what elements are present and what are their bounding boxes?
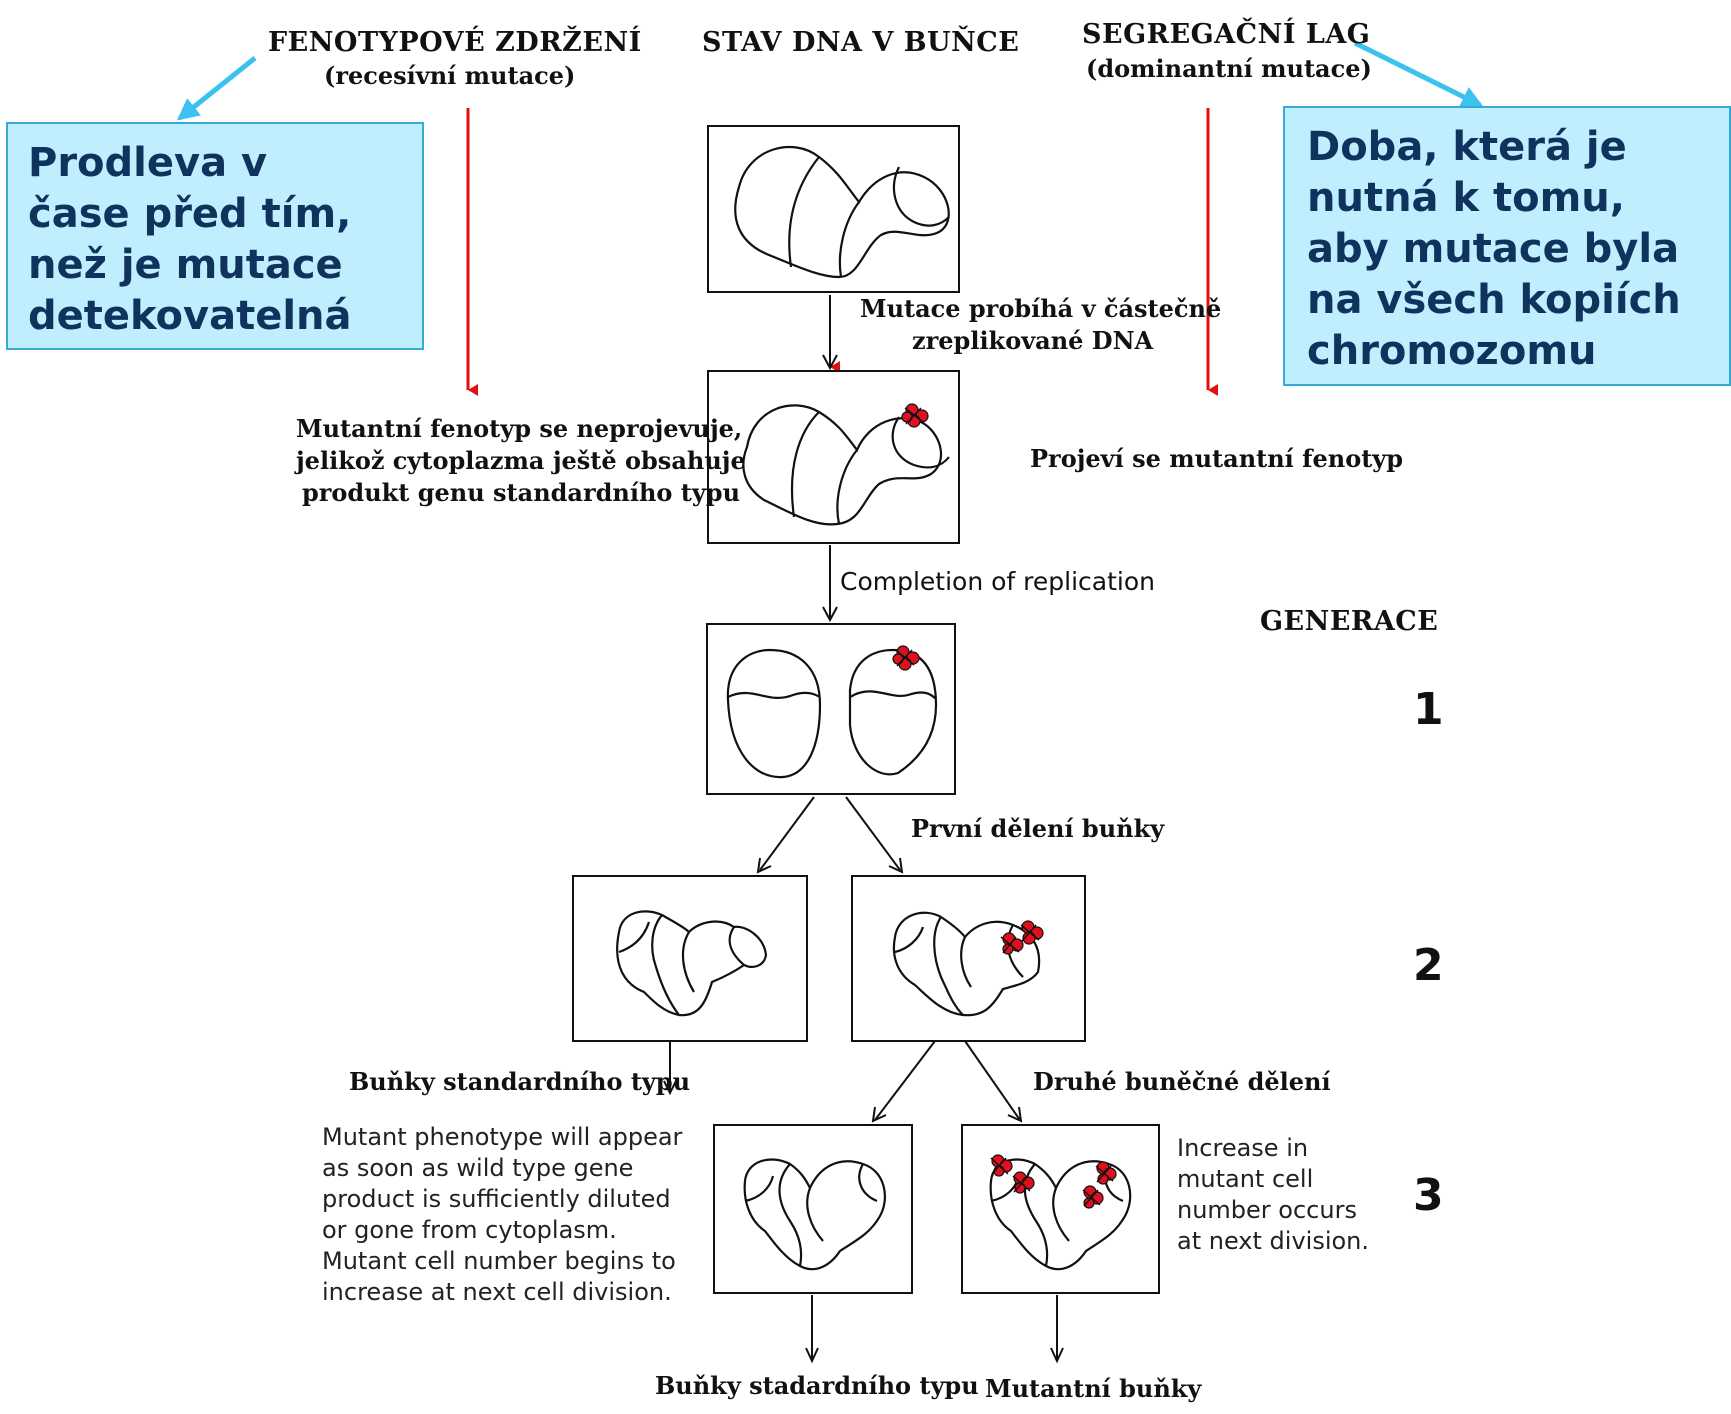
left-header-subtitle: (recesívní mutace) <box>324 61 576 90</box>
mutation-mark-icon <box>892 645 920 671</box>
english-note-left: Mutant phenotype will appear as soon as … <box>322 1123 683 1306</box>
completion-label: Completion of replication <box>840 567 1156 596</box>
phenotype-shown-note: Projeví se mutantní fenotyp <box>1030 444 1404 473</box>
dna-gen1-drawing <box>726 645 938 779</box>
dna-gen3-mutant-drawing <box>989 1154 1132 1271</box>
arrow-box3-left <box>759 796 815 871</box>
cell-box-gen3-wildtype <box>713 1124 913 1294</box>
left-header-title: FENOTYPOVÉ ZDRŽENÍ <box>268 27 642 58</box>
phenotype-note-line2: jelikož cytoplazma ještě obsahuje <box>296 446 746 475</box>
mutation-mark-icon <box>1000 920 1044 955</box>
cell-box-initial <box>707 125 960 293</box>
center-header-title: STAV DNA V BUŇCE <box>702 27 1020 58</box>
right-header-subtitle: (dominantní mutace) <box>1086 54 1372 83</box>
mutation-mark-icon <box>901 403 929 428</box>
right-callout-arrow <box>1353 40 1484 108</box>
dna-gen3-wildtype-drawing <box>743 1158 887 1271</box>
generation-label: GENERACE <box>1260 606 1439 637</box>
cell-box-gen1 <box>706 623 956 795</box>
mutation-mark-icon <box>990 1154 1117 1209</box>
second-division-label: Druhé buněčné dělení <box>1033 1067 1331 1096</box>
bottom-wild-type-label: Buňky stadardního typu <box>655 1371 979 1400</box>
dna-initial-drawing <box>734 145 950 279</box>
generation-number-2: 2 <box>1413 940 1444 991</box>
dna-gen2-mutant-drawing <box>892 911 1044 1017</box>
cell-box-mutated <box>707 370 960 544</box>
right-header-title: SEGREGAČNÍ LAG <box>1082 19 1371 50</box>
cell-box-gen3-mutant <box>961 1124 1160 1294</box>
arrowheads <box>663 354 1064 1364</box>
right-callout: Doba, která je nutná k tomu, aby mutace … <box>1283 106 1731 386</box>
generation-number-3: 3 <box>1413 1170 1444 1221</box>
cell-box-gen2-mutant <box>851 875 1086 1042</box>
left-callout-arrow <box>176 56 257 121</box>
left-callout: Prodleva v čase před tím, než je mutace … <box>6 122 424 350</box>
bottom-mutant-label: Mutantní buňky <box>985 1374 1202 1403</box>
phenotype-note-line3: produkt genu standardního typu <box>302 478 741 507</box>
generation-number-1: 1 <box>1413 684 1444 735</box>
arrow-mut-left <box>874 1040 936 1121</box>
english-note-right: Increase in mutant cell number occurs at… <box>1177 1134 1370 1255</box>
arrow-mut-right <box>964 1040 1021 1121</box>
dna-gen2-wildtype-drawing <box>616 910 768 1017</box>
cell-box-gen2-wildtype <box>572 875 808 1042</box>
wild-type-cells-label: Buňky standardního typu <box>349 1067 691 1096</box>
first-division-label: První dělení buňky <box>911 814 1165 843</box>
phenotype-note-line1: Mutantní fenotyp se neprojevuje, <box>296 414 743 443</box>
mutation-label-line2: zreplikované DNA <box>912 326 1154 355</box>
dna-mutated-drawing <box>742 403 950 526</box>
arrow-box3-right <box>845 796 901 871</box>
mutation-label-line1: Mutace probíhá v částečně <box>860 294 1222 323</box>
